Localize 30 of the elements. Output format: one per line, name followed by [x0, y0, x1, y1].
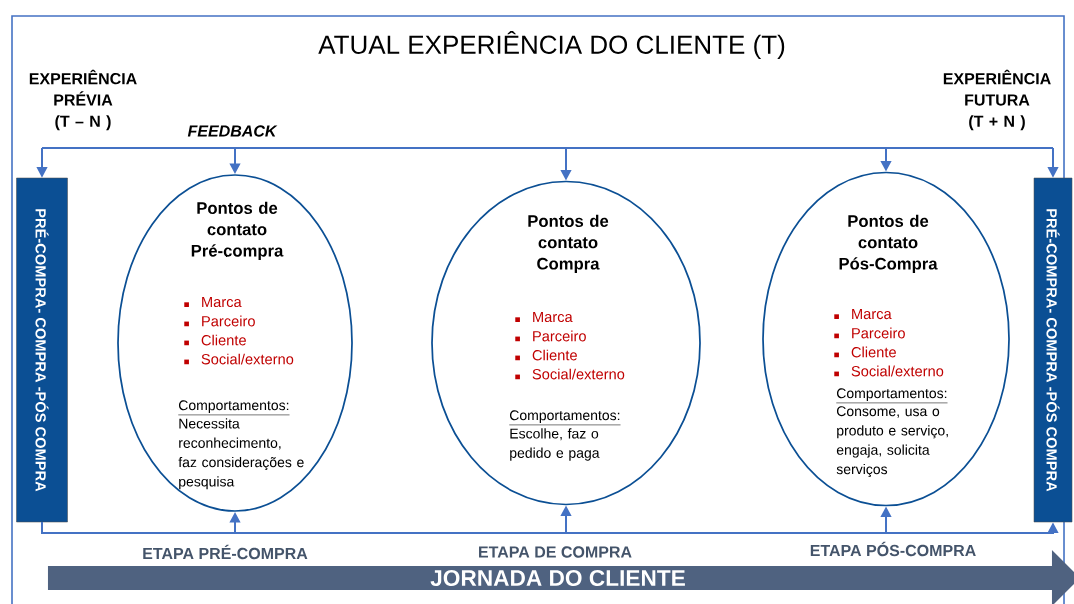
bullet-item: Marca	[515, 311, 573, 323]
section-heading: Comportamentos:	[509, 410, 621, 426]
stage-bar: PRÉ-COMPRA- COMPRA -PÓS COMPRA	[16, 177, 68, 523]
bullet-item: Social/externo	[834, 365, 944, 377]
bullet-item: Cliente	[184, 334, 246, 346]
stage-label: ETAPA DE COMPRA	[479, 546, 632, 558]
title: ATUAL EXPERIÊNCIA DO CLIENTE (T)	[318, 30, 785, 60]
bullet-item: Social/externo	[515, 368, 625, 380]
behaviour-text: Escolhe, faz o pedido e paga	[510, 428, 600, 461]
heading: Pontos de contato Pré-compra	[191, 201, 284, 260]
heading: Pontos de contato Compra	[528, 214, 609, 273]
bullet-item: Parceiro	[515, 330, 586, 342]
behaviour-text: Consome, usa o produto e serviço, engaja, solicita serviços	[836, 406, 948, 477]
section-heading: Comportamentos:	[836, 388, 948, 404]
bullet-item: Marca	[834, 308, 892, 320]
stage-bar: PRÉ-COMPRA- COMPRA -PÓS COMPRA	[1033, 177, 1073, 523]
side-heading: EXPERIÊNCIA FUTURA (T + N )	[943, 69, 1051, 131]
feedback-label: FEEDBACK	[187, 125, 278, 137]
heading: Pontos de contato Pós-Compra	[839, 214, 938, 273]
bullet-item: Cliente	[515, 349, 577, 361]
behaviour-text: Necessita reconhecimento, faz considerações e pesquisa	[178, 418, 304, 490]
bullet-item: Parceiro	[184, 315, 255, 327]
section-heading: Comportamentos:	[178, 400, 290, 416]
bullet-item: Social/externo	[184, 353, 294, 365]
stage-label: ETAPA PÓS-COMPRA	[810, 541, 976, 557]
bullet-item: Marca	[184, 296, 242, 308]
stage-label: ETAPA PRÉ-COMPRA	[143, 544, 308, 560]
side-heading: EXPERIÊNCIA PRÉVIA (T – N )	[29, 69, 137, 131]
bullet-item: Cliente	[834, 346, 896, 358]
bullet-item: Parceiro	[834, 327, 905, 339]
